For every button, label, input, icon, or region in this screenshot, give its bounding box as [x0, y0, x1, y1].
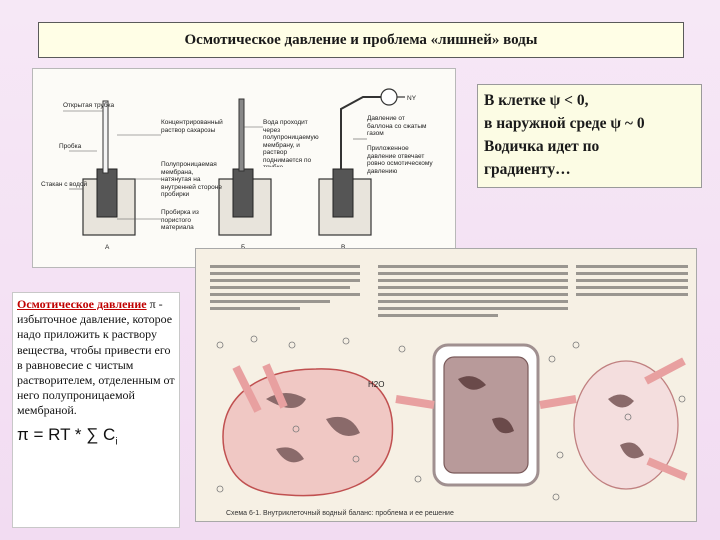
slide-title: Осмотическое давление и проблема «лишней…	[184, 31, 538, 48]
cells-diagram: H2O	[210, 265, 688, 501]
label-pressure-gas: Давление от баллона со сжатым газом	[367, 115, 427, 137]
definition-pi: π	[149, 297, 156, 311]
tube-v	[332, 168, 354, 218]
note-line-4: градиенту…	[484, 161, 571, 178]
label-tube-material: Пробирка из пористого материала	[161, 209, 199, 231]
osmometer-figure: NY Открытая трубка Пробка Стакан с водой…	[32, 68, 456, 268]
label-glass-water: Стакан с водой	[41, 180, 88, 188]
animal-cell	[222, 368, 394, 497]
water-arrow	[232, 365, 262, 413]
osmometer-diagram: NY Открытая трубка Пробка Стакан с водой…	[41, 88, 433, 251]
definition-body: избыточное давление, которое надо прилож…	[17, 312, 175, 418]
note-line-2: в наружной среде ψ ~ 0	[484, 115, 645, 132]
column-b	[238, 98, 245, 172]
definition-formula: π = RT * ∑ Ci	[17, 424, 175, 450]
plant-cell	[443, 356, 529, 474]
label-stopper: Пробка	[59, 142, 82, 150]
title-box: Осмотическое давление и проблема «лишней…	[38, 22, 684, 58]
label-water-passes: Вода проходит через полупроницаемую мемб…	[263, 119, 319, 167]
label-fig-b: Б	[241, 244, 245, 251]
gradient-note: В клетке ψ < 0, в наружной среде ψ ~ 0 В…	[477, 84, 702, 188]
label-semipermeable: Полупроницаемая мембрана, натянутая на в…	[161, 161, 222, 198]
definition-dash: -	[155, 297, 163, 311]
tube-b	[232, 168, 254, 218]
label-fig-v: В	[341, 244, 345, 251]
formula-subscript: i	[115, 436, 118, 448]
gas-pipe	[340, 96, 381, 169]
label-h2o: H2O	[368, 380, 384, 389]
tube-a	[96, 168, 118, 218]
note-line-3: Водичка идет по	[484, 138, 600, 155]
protist-cell	[573, 360, 679, 490]
label-open-tube: Открытая трубка	[63, 101, 115, 109]
definition-box: Осмотическое давление π - избыточное дав…	[12, 292, 180, 528]
label-concentrated-solution: Концентрированный раствор сахарозы	[161, 119, 223, 134]
label-ny: NY	[407, 95, 417, 102]
note-line-1: В клетке ψ < 0,	[484, 92, 589, 109]
label-fig-a: А	[105, 244, 110, 251]
formula-main: π = RT * ∑ C	[17, 424, 116, 444]
cells-caption: Схема 6-1. Внутриклеточный водный баланс…	[226, 510, 454, 517]
open-tube-a	[102, 100, 109, 174]
definition-term: Осмотическое давление	[17, 297, 147, 311]
cells-figure: H2O Схема 6-1. Внутриклеточный вод	[195, 248, 697, 522]
gauge-icon	[380, 88, 398, 106]
label-osmotic-applied: Приложенное давление отвечает ровно осмо…	[367, 145, 433, 175]
